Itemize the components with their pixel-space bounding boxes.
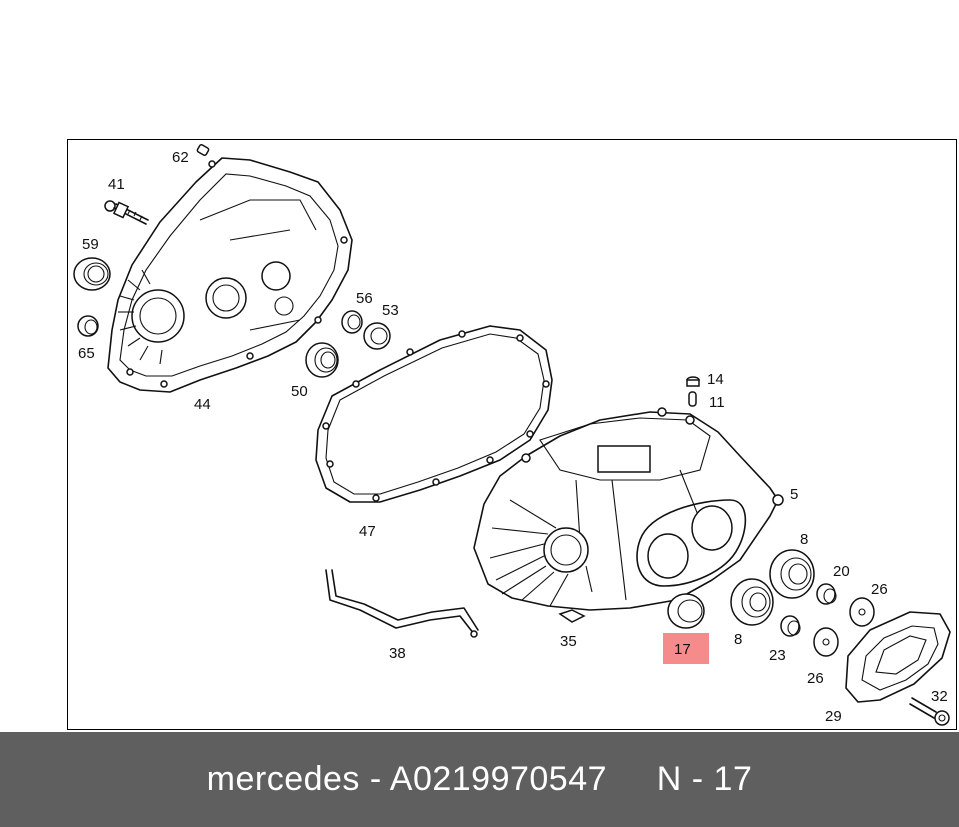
- label-32: 32: [931, 688, 948, 705]
- label-59: 59: [82, 236, 99, 253]
- seal-65: [77, 315, 99, 337]
- label-11: 11: [709, 394, 725, 411]
- label-62: 62: [172, 149, 189, 166]
- label-14: 14: [707, 371, 724, 388]
- label-29: 29: [825, 708, 842, 725]
- label-44: 44: [194, 396, 211, 413]
- bolt-41: [104, 200, 149, 225]
- bolt-32: [909, 697, 950, 726]
- label-56: 56: [356, 290, 373, 307]
- bearing-50: [305, 342, 339, 378]
- plug-23: [780, 615, 801, 637]
- label-23: 23: [769, 647, 786, 664]
- label-47: 47: [359, 523, 376, 540]
- part-labels: 62 41 59 65 44 56 53 50 47 14 11 5 8 8 2…: [78, 149, 948, 725]
- exploded-parts-diagram: 62 41 59 65 44 56 53 50 47 14 11 5 8 8 2…: [67, 139, 957, 730]
- label-35: 35: [560, 633, 577, 650]
- plug-20: [816, 583, 837, 605]
- label-53: 53: [382, 302, 399, 319]
- bearing-8b: [730, 578, 774, 626]
- label-50: 50: [291, 383, 308, 400]
- part-number-caption: mercedes - A0219970547 N - 17: [206, 760, 753, 798]
- label-26-upper: 26: [871, 581, 888, 598]
- label-8-lower: 8: [734, 631, 742, 648]
- label-17-highlight: [663, 633, 709, 664]
- label-41: 41: [108, 176, 125, 193]
- label-17: 17: [674, 641, 691, 658]
- washer-26a: [849, 597, 875, 627]
- label-5: 5: [790, 486, 798, 503]
- cover-29: [845, 611, 951, 703]
- transmission-case: [473, 407, 784, 611]
- caption-bar: mercedes - A0219970547 N - 17: [0, 732, 959, 827]
- bearing-8a: [769, 549, 815, 599]
- label-8-upper: 8: [800, 531, 808, 548]
- label-65: 65: [78, 345, 95, 362]
- bracket-38: [325, 569, 479, 638]
- label-26-lower: 26: [807, 670, 824, 687]
- bearing-53: [363, 322, 391, 350]
- seal-17: [667, 593, 705, 629]
- label-20: 20: [833, 563, 850, 580]
- label-38: 38: [389, 645, 406, 662]
- washer-26b: [813, 627, 839, 657]
- seal-59: [73, 257, 111, 291]
- gasket-47: [315, 325, 553, 503]
- bearing-56: [341, 310, 363, 334]
- housing-cover-44: [107, 157, 353, 393]
